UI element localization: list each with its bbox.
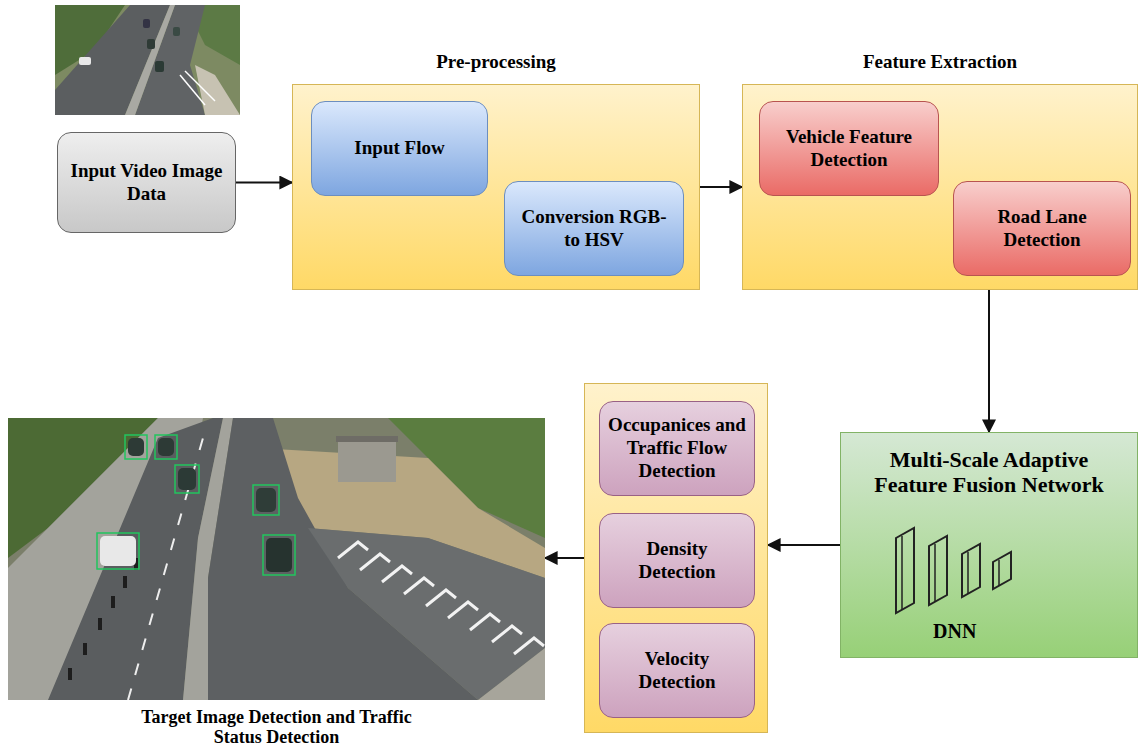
heading-text: Target Image Detection and Traffic Statu… xyxy=(127,708,427,748)
flow-arrow xyxy=(545,557,584,559)
box-label: Occupanices and Traffic Flow Detection xyxy=(608,414,746,482)
box-label: Vehicle Feature Detection xyxy=(768,126,930,172)
flow-arrow xyxy=(236,182,292,184)
box-label: Input Video Image Data xyxy=(66,160,227,206)
process-box: Density Detection xyxy=(599,513,755,608)
process-box: Road Lane Detection xyxy=(953,181,1131,276)
stage-band: Vehicle Feature DetectionRoad Lane Detec… xyxy=(742,84,1138,290)
process-box: Input Flow xyxy=(311,101,488,196)
box-label: Conversion RGB- to HSV xyxy=(513,206,675,252)
network-box: Multi-Scale Adaptive Feature Fusion Netw… xyxy=(840,432,1138,658)
flow-arrow xyxy=(768,544,840,546)
process-box: Velocity Detection xyxy=(599,623,755,718)
process-box: Conversion RGB- to HSV xyxy=(504,181,684,276)
result-image: Target Image Detection and Traffic Statu… xyxy=(8,418,545,700)
stage-band: Input FlowConversion RGB- to HSVPre-proc… xyxy=(292,84,700,290)
process-box: Occupanices and Traffic Flow Detection xyxy=(599,401,755,496)
box-label: Input Flow xyxy=(320,137,479,160)
input-box: Input Video Image Data xyxy=(57,132,236,233)
box-label: Density Detection xyxy=(608,538,746,584)
flow-arrow xyxy=(700,186,742,188)
road-photo xyxy=(55,5,240,115)
flow-arrow xyxy=(988,290,990,432)
process-box: Vehicle Feature Detection xyxy=(759,101,939,196)
heading-text: Pre-processing xyxy=(293,51,699,74)
heading-text: Feature Extraction xyxy=(743,51,1137,74)
box-label: DNN xyxy=(933,619,976,643)
box-label: Velocity Detection xyxy=(608,648,746,694)
box-label: Multi-Scale Adaptive Feature Fusion Netw… xyxy=(851,447,1127,498)
box-label: Road Lane Detection xyxy=(962,206,1122,252)
output-group: Occupanices and Traffic Flow DetectionDe… xyxy=(584,383,768,733)
traffic-photo xyxy=(8,418,545,700)
